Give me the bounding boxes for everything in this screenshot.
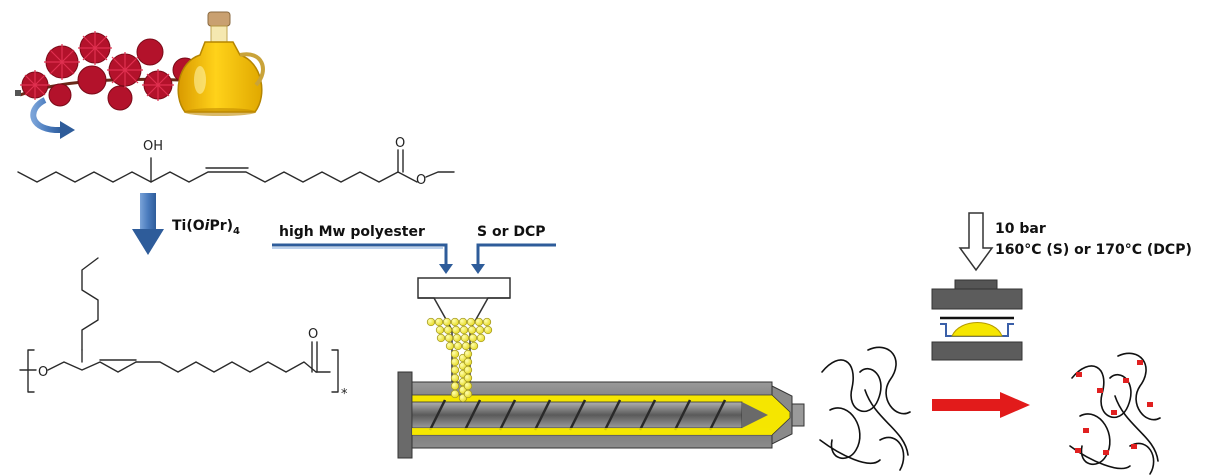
polyester-structure: O O * [19, 257, 348, 402]
pellet [461, 341, 471, 351]
oil-jar-icon [177, 11, 265, 116]
pellet [450, 389, 460, 399]
pressure-arrow-icon [958, 212, 994, 272]
pellet [463, 381, 473, 391]
pellet [482, 317, 492, 327]
pressure-label: 10 bar [995, 221, 1046, 237]
pellet [474, 317, 484, 327]
ester-o-label: O [416, 173, 426, 188]
polyester-feed-arrow-icon [272, 243, 453, 274]
pellet [463, 365, 473, 375]
catalyst-label: Ti(OiPr)4 [172, 218, 240, 237]
pellet [459, 325, 469, 335]
methyl-ricinoleate-structure: OH O O [17, 136, 455, 188]
curved-arrow-icon [30, 97, 75, 139]
pellet [443, 325, 453, 335]
pellet [467, 325, 477, 335]
pellet [463, 389, 473, 399]
pellet [451, 325, 461, 335]
pellet [450, 357, 460, 367]
pellet [463, 357, 473, 367]
crosslinked-network-icon [1069, 352, 1161, 475]
pellet [450, 373, 460, 383]
pellet [444, 333, 454, 343]
red-arrow-icon [932, 392, 1030, 418]
pellet [475, 325, 485, 335]
polymer-chains-icon [819, 346, 911, 471]
polyester-feed-label: high Mw polyester [279, 224, 425, 240]
pellet [458, 317, 468, 327]
extruder-icon [397, 277, 805, 459]
polymer-o-label: O [38, 365, 48, 380]
pellet [469, 341, 479, 351]
hot-press-icon [931, 279, 1023, 361]
pellet [442, 317, 452, 327]
pellet [452, 333, 462, 343]
down-arrow-icon [132, 193, 164, 255]
end-star-label: * [341, 387, 348, 402]
pellet [468, 333, 478, 343]
pellet [483, 325, 493, 335]
polymer-carbonyl-o-label: O [308, 327, 318, 342]
temperature-label: 160°C (S) or 170°C (DCP) [995, 242, 1192, 258]
pellet [463, 349, 473, 359]
pellet [434, 317, 444, 327]
carbonyl-o-label: O [395, 136, 405, 151]
pellet [460, 333, 470, 343]
crosslinker-feed-label: S or DCP [477, 224, 546, 240]
hydroxyl-label: OH [143, 139, 163, 154]
pellet [450, 365, 460, 375]
pellet [426, 317, 436, 327]
pellet [435, 325, 445, 335]
pellet [453, 341, 463, 351]
pellet [476, 333, 486, 343]
pellet [436, 333, 446, 343]
pellet [450, 381, 460, 391]
pellet [450, 349, 460, 359]
crosslinker-feed-arrow-icon [471, 243, 556, 274]
pellet [450, 317, 460, 327]
pellet [445, 341, 455, 351]
pellet [463, 373, 473, 383]
pellet [466, 317, 476, 327]
